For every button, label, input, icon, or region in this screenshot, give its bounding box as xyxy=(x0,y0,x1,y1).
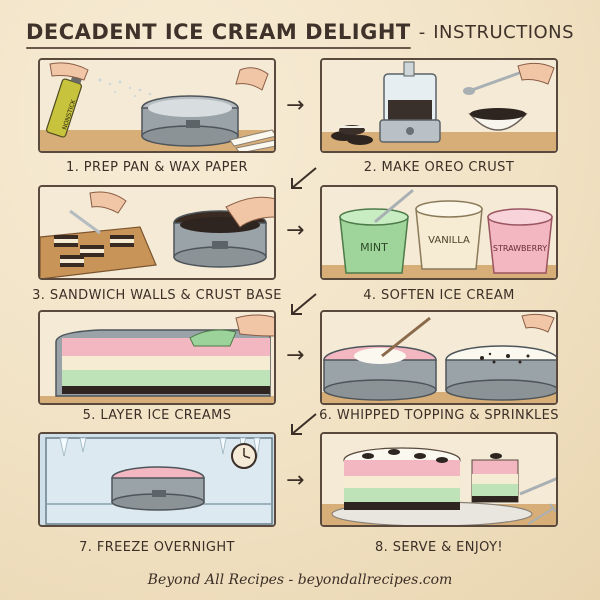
arrow-right-icon: → xyxy=(286,93,305,118)
pan-with-sprinkles-icon xyxy=(445,345,556,401)
title-underline xyxy=(25,47,411,49)
page-subtitle: INSTRUCTIONS xyxy=(433,21,575,43)
fork-icon xyxy=(527,503,556,525)
hand-icon xyxy=(521,313,555,333)
spoon-icon xyxy=(470,70,524,92)
mint-tub-label: MINT xyxy=(360,241,388,254)
clock-icon xyxy=(231,443,257,469)
springform-pan-icon xyxy=(141,95,239,147)
hand-icon-right xyxy=(235,67,269,91)
hand-icon xyxy=(517,62,555,85)
step-2-illustration xyxy=(320,58,558,153)
step-2-label: 2. MAKE OREO CRUST xyxy=(363,160,515,175)
spatula-icon xyxy=(189,329,237,347)
pan-with-topping-icon xyxy=(323,345,437,401)
cake-server-icon xyxy=(519,477,556,496)
spoon-icon xyxy=(374,189,414,223)
vanilla-tub-icon: VANILLA xyxy=(415,200,483,270)
step-4-label: 4. SOFTEN ICE CREAM xyxy=(363,288,515,303)
food-processor-icon xyxy=(379,61,441,143)
step-7-illustration xyxy=(38,432,276,527)
spatula-icon xyxy=(381,316,431,358)
oreo-cookies-icon xyxy=(331,125,373,145)
mint-tub-icon: MINT xyxy=(339,208,409,274)
step-5-label: 5. LAYER ICE CREAMS xyxy=(82,408,232,423)
step-1-label: 1. PREP PAN & WAX PAPER xyxy=(66,160,248,175)
arrow-right-icon: → xyxy=(286,468,305,493)
footer-credit: Beyond All Recipes - beyondallrecipes.co… xyxy=(147,572,453,588)
title-separator: - xyxy=(418,21,426,43)
step-8-label: 8. SERVE & ENJOY! xyxy=(374,540,504,555)
arrow-down-left-icon xyxy=(291,167,317,189)
step-6-label: 6. WHIPPED TOPPING & SPRINKLES xyxy=(319,408,559,423)
knife-icon xyxy=(69,209,101,235)
wax-paper-icon xyxy=(229,129,274,151)
layered-cake-icon xyxy=(55,329,271,397)
strawberry-tub-label: STRAWBERRY xyxy=(493,244,547,253)
vanilla-tub-label: VANILLA xyxy=(428,235,470,246)
spray-mist-icon xyxy=(98,78,152,97)
arrow-down-left-icon xyxy=(291,293,317,315)
frozen-cake-pan-icon xyxy=(111,466,205,511)
hand-icon xyxy=(89,191,127,214)
step-1-illustration: NONSTICK xyxy=(38,58,276,153)
title-text: DECADENT ICE CREAM DELIGHT xyxy=(25,20,411,44)
header: DECADENT ICE CREAM DELIGHT - INSTRUCTION… xyxy=(0,12,600,52)
arrow-right-icon: → xyxy=(286,343,305,368)
arrow-down-left-icon xyxy=(291,413,317,435)
hand-icon xyxy=(235,314,274,337)
page-title: DECADENT ICE CREAM DELIGHT xyxy=(25,20,411,49)
strawberry-tub-icon: STRAWBERRY xyxy=(487,208,553,274)
step-7-label: 7. FREEZE OVERNIGHT xyxy=(79,540,235,555)
hand-icon-right xyxy=(225,196,274,228)
step-8-illustration xyxy=(320,432,558,527)
pan-with-walls-icon xyxy=(173,210,267,268)
step-5-illustration xyxy=(38,310,276,405)
crumb-bowl-icon xyxy=(468,108,528,131)
ice-cream-sandwich-icon xyxy=(54,235,134,267)
step-3-illustration xyxy=(38,185,276,280)
hand-icon xyxy=(49,62,89,81)
step-3-label: 3. SANDWICH WALLS & CRUST BASE xyxy=(32,288,282,303)
arrow-right-icon: → xyxy=(286,218,305,243)
step-4-illustration: MINT VANILLA STRAWBERRY xyxy=(320,185,558,280)
cake-icon xyxy=(343,447,461,510)
cake-slice-icon xyxy=(471,453,519,503)
step-6-illustration xyxy=(320,310,558,405)
